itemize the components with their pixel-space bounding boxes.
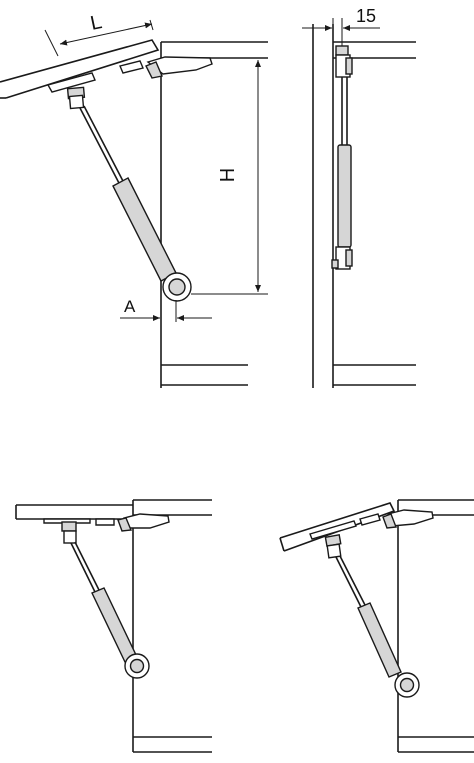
cabinet-side-panel-partly-open [397, 499, 474, 753]
cabinet-side-panel-closed [132, 499, 212, 753]
hinge [119, 56, 213, 79]
hinge-partly-open [309, 509, 434, 540]
dimension-length: L [44, 11, 154, 57]
front-view-dimensioned: 15 [302, 6, 416, 388]
dimension-label-length: L [88, 11, 103, 35]
cabinet-side-panel [160, 41, 268, 388]
cabinet-front [312, 24, 416, 388]
gas-spring-partly-open [324, 534, 420, 698]
dimension-clearance: 15 [302, 6, 380, 46]
hinge-closed [43, 513, 170, 532]
door-closed [15, 504, 133, 520]
gas-spring [66, 86, 192, 302]
dimension-label-height: H [217, 168, 239, 182]
dimension-label-clearance: 15 [356, 6, 376, 26]
side-view-door-closed [15, 499, 212, 753]
dimension-height: H [191, 57, 268, 295]
side-view-door-partly-open [279, 499, 474, 753]
dimension-offset: A [120, 297, 212, 322]
gas-spring-closed [61, 521, 150, 679]
door-mount-bracket [46, 72, 96, 93]
side-view-dimensioned: L H A [0, 11, 268, 388]
door-raised [0, 39, 160, 99]
gas-spring-front [331, 45, 353, 270]
dimension-label-offset: A [124, 297, 136, 316]
